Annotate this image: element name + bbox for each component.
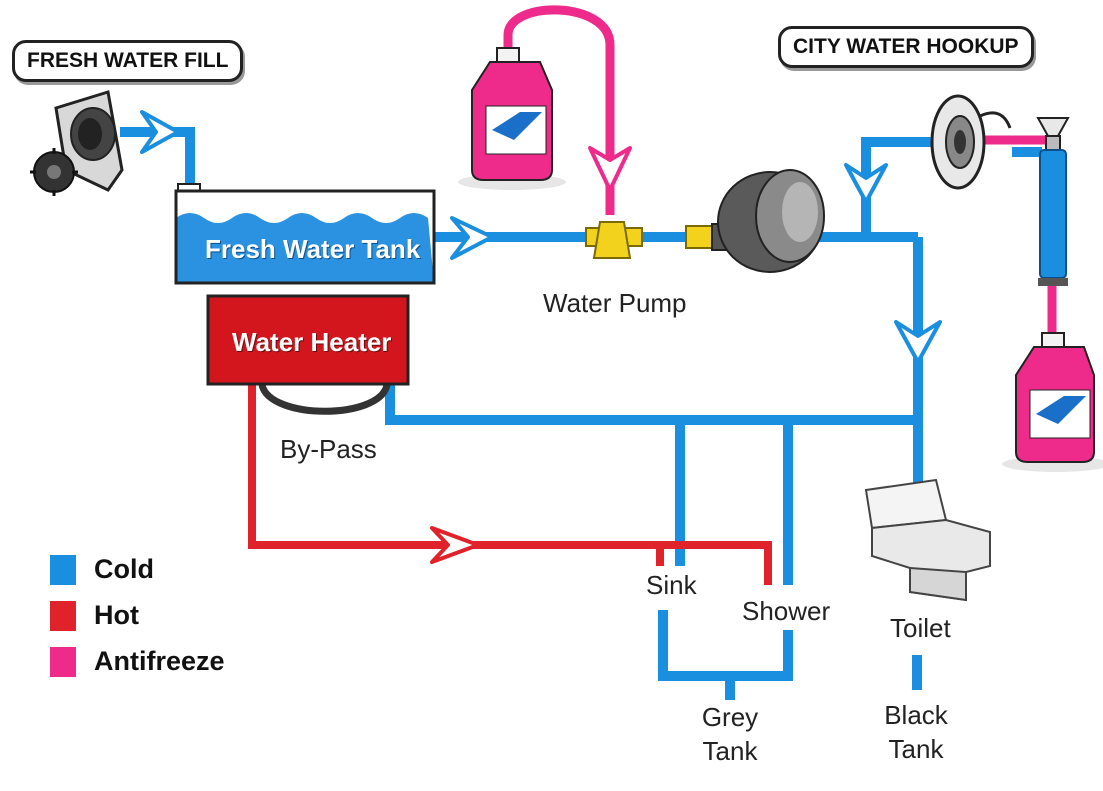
black-tank-label: Black Tank: [874, 698, 958, 766]
antifreeze-suction-hose: [503, 5, 615, 215]
legend-cold-label: Cold: [94, 554, 154, 584]
legend-swatch-hot: [50, 601, 76, 631]
arrow-hot: [430, 526, 480, 564]
grey-tank-line2: Tank: [702, 736, 758, 766]
water-pump-icon: [585, 169, 825, 273]
legend-swatch-antifreeze: [50, 647, 76, 677]
sink-label: Sink: [646, 570, 697, 600]
arrow-tank-out: [450, 216, 494, 260]
water-heater-box: [206, 294, 410, 386]
fresh-water-fill-callout: FRESH WATER FILL: [12, 40, 244, 82]
flow-arrows: [140, 110, 942, 364]
legend-antifreeze-label: Antifreeze: [94, 646, 225, 676]
city-inlet-icon: [930, 94, 1012, 190]
arrow-city: [844, 163, 888, 204]
hand-pump-icon: [1036, 117, 1070, 286]
bypass-hose: [258, 383, 391, 415]
grey-tank-line1: Grey: [701, 702, 759, 732]
black-tank-line2: Tank: [888, 734, 944, 764]
fresh-fill-inlet-icon: [30, 90, 124, 196]
hot-main-pipe: [248, 385, 772, 585]
bypass-label: By-Pass: [280, 434, 377, 464]
main-cold-trunk: [385, 237, 923, 425]
toilet-icon: [864, 478, 991, 602]
city-water-hookup-callout: CITY WATER HOOKUP: [778, 26, 1034, 68]
fresh-water-tank: [174, 183, 436, 285]
city-inlet-pipe: [861, 137, 940, 237]
arrow-antifreeze: [588, 146, 632, 192]
fresh-water-tank-label: Fresh Water Tank: [205, 234, 421, 264]
antifreeze-jug-right-icon: [1002, 332, 1103, 472]
legend-hot-label: Hot: [94, 600, 139, 630]
legend-swatch-cold: [50, 555, 76, 585]
toilet-label: Toilet: [890, 613, 951, 643]
arrow-fill: [140, 110, 180, 154]
fill-pipe: [120, 127, 195, 188]
antifreeze-jug-icon: [458, 47, 566, 190]
water-pump-label: Water Pump: [543, 288, 687, 318]
water-heater-label: Water Heater: [232, 327, 392, 357]
grey-tank-label: Grey Tank: [690, 700, 770, 768]
shower-label: Shower: [742, 596, 831, 626]
arrow-trunk: [894, 320, 942, 364]
hot-water-pipes: [248, 385, 772, 585]
black-tank-line1: Black: [884, 700, 948, 730]
